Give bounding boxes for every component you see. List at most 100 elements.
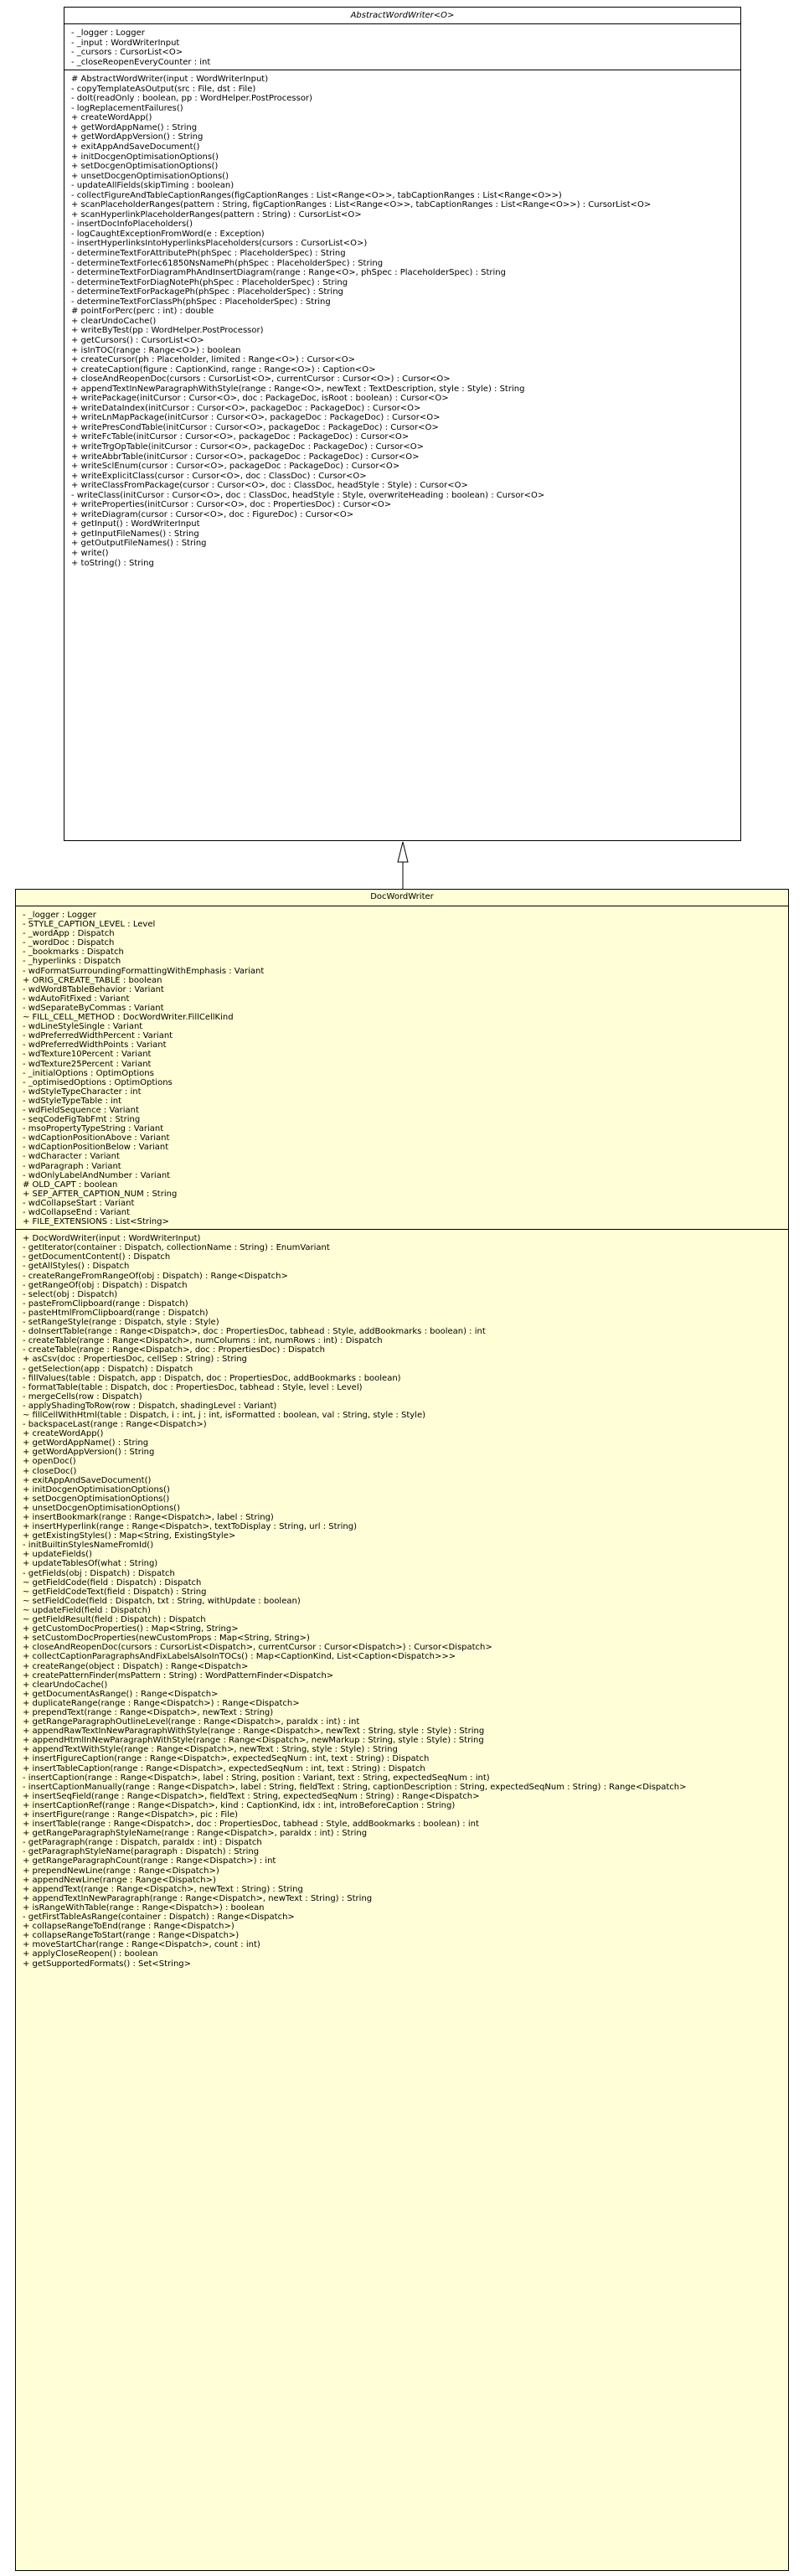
uml-operation: + getDocumentAsRange() : Range<Dispatch>	[23, 1689, 219, 1699]
uml-attribute: - wdCaptionPositionBelow : Variant	[23, 1143, 169, 1153]
uml-operation: + initDocgenOptimisationOptions()	[71, 152, 219, 162]
uml-operation: - getIterator(container : Dispatch, coll…	[23, 1243, 330, 1253]
uml-attribute: - _wordApp : Dispatch	[23, 929, 115, 939]
uml-operation: + writeLnMapPackage(initCursor : Cursor<…	[71, 413, 441, 423]
uml-operation: + closeDoc()	[23, 1466, 77, 1476]
uml-operation: # AbstractWordWriter(input : WordWriterI…	[71, 75, 269, 85]
uml-operation: ~ getFieldCodeText(field : Dispatch) : S…	[23, 1587, 207, 1597]
uml-attribute: - wdTexture25Percent : Variant	[23, 1059, 152, 1069]
uml-operation: + clearUndoCache()	[23, 1680, 108, 1690]
uml-attribute: - wdTexture10Percent : Variant	[23, 1050, 152, 1060]
uml-operation: + setDocgenOptimisationOptions()	[23, 1494, 170, 1504]
uml-attribute: - _wordDoc : Dispatch	[23, 938, 115, 948]
uml-operation: + moveStartChar(range : Range<Dispatch>,…	[23, 1940, 260, 1950]
attributes-compartment: - _logger : Logger- STYLE_CAPTION_LEVEL …	[16, 906, 788, 1231]
uml-operation: - pasteFromClipboard(range : Dispatch)	[23, 1298, 188, 1309]
uml-operation: - getRangeOf(obj : Dispatch) : Dispatch	[23, 1280, 188, 1290]
uml-operation: + insertTableCaption(range : Range<Dispa…	[23, 1763, 425, 1773]
uml-attribute: - _closeReopenEveryCounter : int	[71, 57, 211, 67]
uml-operation: + isRangeWithTable(range : Range<Dispatc…	[23, 1902, 265, 1913]
uml-operation: - doInsertTable(range : Range<Dispatch>,…	[23, 1327, 486, 1337]
uml-operation: + exitAppAndSaveDocument()	[71, 142, 200, 152]
uml-operation: + isInTOC(range : Range<O>) : boolean	[71, 345, 241, 355]
class-name-abstract-word-writer: AbstractWordWriter<O>	[64, 8, 740, 24]
uml-operation: - mergeCells(row : Dispatch)	[23, 1391, 142, 1402]
uml-attribute: - wdPreferredWidthPoints : Variant	[23, 1040, 167, 1051]
uml-operation: + insertHyperlink(range : Range<Dispatch…	[23, 1522, 357, 1532]
uml-operation: - createTable(range : Range<Dispatch>, d…	[23, 1345, 325, 1355]
uml-operation: + prependNewLine(range : Range<Dispatch>…	[23, 1866, 219, 1876]
uml-operation: + asCsv(doc : PropertiesDoc, cellSep : S…	[23, 1355, 247, 1365]
uml-attribute: - _cursors : CursorList<O>	[71, 48, 183, 58]
uml-operation: - getAllStyles() : Dispatch	[23, 1262, 130, 1272]
uml-operation: + getCustomDocProperties() : Map<String,…	[23, 1624, 239, 1634]
uml-operation: + collapseRangeToStart(range : Range<Dis…	[23, 1931, 240, 1941]
uml-operation: ~ updateField(field : Dispatch)	[23, 1605, 151, 1615]
uml-operation: + openDoc()	[23, 1457, 76, 1467]
uml-attribute: - wdStyleTypeCharacter : int	[23, 1087, 142, 1097]
uml-operation: + writeFcTable(initCursor : Cursor<O>, p…	[71, 432, 410, 442]
uml-attribute: - wdParagraph : Variant	[23, 1161, 121, 1171]
uml-operation: - doIt(readOnly : boolean, pp : WordHelp…	[71, 94, 312, 104]
uml-operation: + createRange(object : Dispatch) : Range…	[23, 1661, 249, 1671]
uml-operation: + writePackage(initCursor : Cursor<O>, d…	[71, 394, 449, 404]
uml-attribute: - _bookmarks : Dispatch	[23, 947, 124, 958]
uml-operation: + appendText(range : Range<Dispatch>, ne…	[23, 1884, 303, 1894]
uml-operation: + appendRawTextInNewParagraphWithStyle(r…	[23, 1727, 485, 1737]
uml-attribute: # OLD_CAPT : boolean	[23, 1180, 118, 1190]
uml-operation: + closeAndReopenDoc(cursors : CursorList…	[23, 1643, 492, 1653]
uml-operation: + getInputFileNames() : String	[71, 529, 199, 539]
uml-attribute: - _optimisedOptions : OptimOptions	[23, 1077, 173, 1087]
uml-operation: - logReplacementFailures()	[71, 103, 183, 113]
operations-compartment: # AbstractWordWriter(input : WordWriterI…	[64, 70, 740, 570]
uml-operation: - initBuiltinStylesNameFromId()	[23, 1541, 154, 1551]
uml-attribute: ~ FILL_CELL_METHOD : DocWordWriter.FillC…	[23, 1013, 234, 1023]
uml-attribute: - _logger : Logger	[23, 911, 96, 920]
uml-operation: + getSupportedFormats() : Set<String>	[23, 1959, 192, 1969]
uml-operation: + getExistingStyles() : Map<String, Exis…	[23, 1531, 236, 1541]
uml-operation: + getRangeParagraphCount(range : Range<D…	[23, 1856, 276, 1866]
uml-operation: + unsetDocgenOptimisationOptions()	[23, 1503, 180, 1513]
uml-operation: - determineTextForPackagePh(phSpec : Pla…	[71, 287, 343, 297]
uml-operation: + writeClassFromPackage(cursor : Cursor<…	[71, 481, 468, 491]
uml-operation: + exitAppAndSaveDocument()	[23, 1475, 152, 1485]
uml-attribute: - wdStyleTypeTable : int	[23, 1096, 122, 1106]
uml-operation: + writeAbbrTable(initCursor : Cursor<O>,…	[71, 452, 420, 462]
uml-operation: - insertHyperlinksIntoHyperlinksPlacehol…	[71, 239, 368, 249]
uml-operation: - applyShadingToRow(row : Dispatch, shad…	[23, 1401, 277, 1411]
uml-operation: + insertCaptionRef(range : Range<Dispatc…	[23, 1800, 456, 1810]
uml-attribute: - _hyperlinks : Dispatch	[23, 957, 121, 967]
uml-operation: - writeClass(initCursor : Cursor<O>, doc…	[71, 490, 545, 500]
uml-operation: + collectCaptionParagraphsAndFixLabelsAl…	[23, 1652, 456, 1662]
class-name-doc-word-writer: DocWordWriter	[16, 890, 788, 906]
uml-operation: - copyTemplateAsOutput(src : File, dst :…	[71, 84, 256, 94]
uml-operation: + writeDataIndex(initCursor : Cursor<O>,…	[71, 403, 421, 413]
uml-operation: - getFields(obj : Dispatch) : Dispatch	[23, 1568, 175, 1578]
uml-operation: - getFirstTableAsRange(container : Dispa…	[23, 1913, 295, 1923]
uml-operation: + appendNewLine(range : Range<Dispatch>)	[23, 1875, 216, 1885]
uml-attribute: + ORIG_CREATE_TABLE : boolean	[23, 975, 162, 985]
uml-operation: + DocWordWriter(input : WordWriterInput)	[23, 1234, 201, 1244]
uml-attribute: - seqCodeFigTabFmt : String	[23, 1115, 141, 1125]
generalization-arrowhead-icon	[397, 841, 409, 863]
uml-operation: - insertCaptionManually(range : Range<Di…	[23, 1782, 687, 1792]
uml-operation: - createTable(range : Range<Dispatch>, n…	[23, 1336, 383, 1346]
uml-operation: + insertTable(range : Range<Dispatch>, d…	[23, 1820, 479, 1830]
uml-attribute: - _initialOptions : OptimOptions	[23, 1068, 154, 1078]
uml-operation: + getWordAppVersion() : String	[71, 132, 204, 142]
uml-operation: + setDocgenOptimisationOptions()	[71, 162, 219, 172]
uml-operation: + insertFigure(range : Range<Dispatch>, …	[23, 1810, 239, 1820]
class-box-abstract-word-writer: AbstractWordWriter<O> - _logger : Logger…	[64, 7, 741, 841]
uml-operation: - collectFigureAndTableCaptionRanges(fig…	[71, 190, 562, 200]
uml-operation: + getInput() : WordWriterInput	[71, 519, 200, 529]
uml-operation: + updateFields()	[23, 1550, 92, 1560]
uml-operation: - insertCaption(range : Range<Dispatch>,…	[23, 1773, 490, 1783]
uml-operation: + writeTrgOpTable(initCursor : Cursor<O>…	[71, 441, 425, 452]
uml-operation: + unsetDocgenOptimisationOptions()	[71, 171, 229, 181]
uml-attribute: - wdSeparateByCommas : Variant	[23, 1003, 164, 1013]
uml-operation: - getParagraph(range : Dispatch, paraIdx…	[23, 1838, 262, 1848]
uml-operation: + createPatternFinder(msPattern : String…	[23, 1670, 334, 1680]
attributes-compartment: - _logger : Logger- _input : WordWriterI…	[64, 24, 740, 71]
uml-operation: - insertDocInfoPlaceholders()	[71, 219, 193, 230]
uml-operation: + createWordApp()	[23, 1429, 104, 1439]
